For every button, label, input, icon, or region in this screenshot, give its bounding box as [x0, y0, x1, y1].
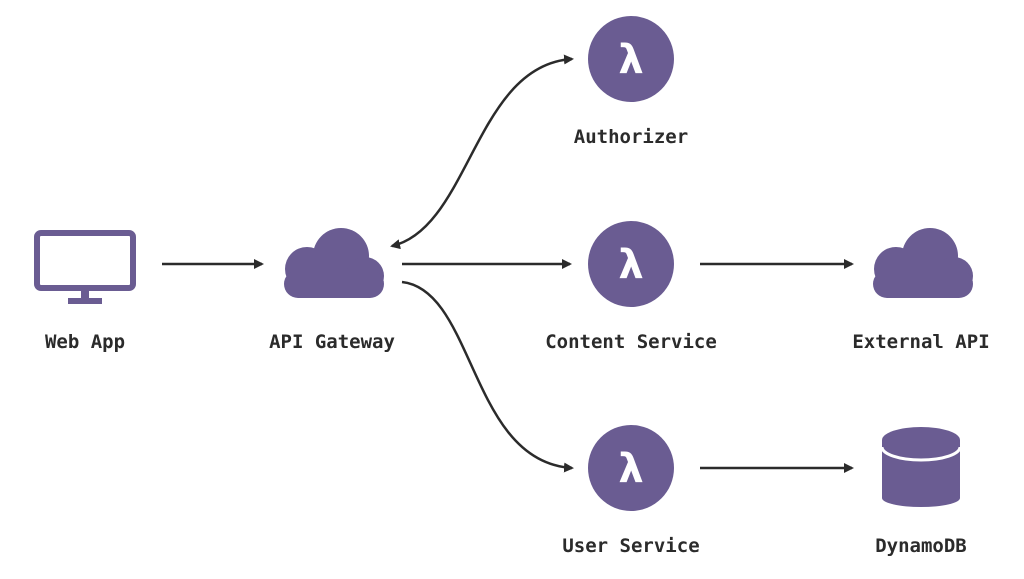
database-icon [880, 427, 962, 507]
node-dynamodb: DynamoDB [875, 427, 967, 557]
node-api-gateway: API Gateway [269, 228, 395, 353]
lambda-glyph: λ [618, 37, 643, 83]
node-label-web-app: Web App [45, 331, 125, 353]
node-content-service: λ Content Service [545, 221, 717, 353]
lambda-icon [588, 221, 674, 307]
node-web-app: Web App [34, 230, 136, 353]
edge-gateway-authorizer [390, 54, 574, 250]
edge-gateway-to-user-service [401, 280, 574, 473]
lambda-icon [588, 16, 674, 102]
lambda-glyph: λ [618, 242, 643, 288]
node-label-content-service: Content Service [545, 331, 717, 353]
cloud-icon [873, 228, 973, 298]
edges [162, 54, 854, 473]
node-label-api-gateway: API Gateway [269, 331, 395, 353]
lambda-glyph: λ [618, 446, 643, 492]
lambda-icon [588, 425, 674, 511]
node-label-external-api: External API [852, 331, 989, 353]
cloud-icon [284, 228, 384, 298]
node-authorizer: λ Authorizer [574, 16, 688, 148]
node-user-service: λ User Service [562, 425, 700, 557]
node-external-api: External API [852, 228, 990, 353]
node-label-user-service: User Service [562, 535, 699, 557]
monitor-icon [34, 230, 136, 304]
node-label-authorizer: Authorizer [574, 126, 688, 148]
node-label-dynamodb: DynamoDB [875, 535, 967, 557]
